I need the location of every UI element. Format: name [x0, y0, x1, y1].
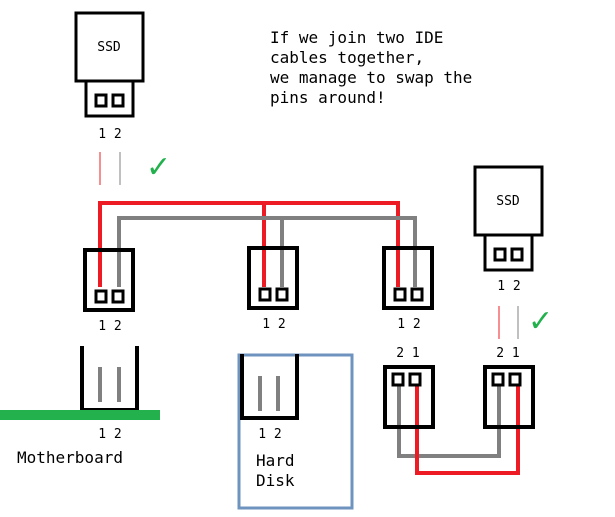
connector-e-pin-1 — [508, 372, 522, 387]
ssd-right: SSD — [473, 165, 544, 272]
ssd-right-pin-1 — [493, 247, 507, 262]
ssd-top: SSD — [74, 11, 145, 118]
motherboard-pin-labels: 1 2 — [98, 427, 121, 442]
connector-c-body — [382, 246, 434, 310]
ssd-top-pin-2 — [111, 93, 125, 108]
ssd-top-pin-1 — [94, 93, 108, 108]
joiner-cable-wire-2 — [397, 385, 501, 458]
connector-c-pin-2 — [410, 287, 424, 302]
note-line-1: If we join two IDE — [270, 28, 443, 47]
motherboard-socket — [80, 346, 139, 412]
hard-disk-label-line-1: Hard — [256, 451, 295, 470]
connector-a-pin-1 — [94, 289, 108, 304]
ide-cable-top — [98, 201, 417, 287]
ssd-right-body — [473, 165, 544, 237]
connector-d-pin-2 — [391, 372, 405, 387]
motherboard-label: Motherboard — [17, 448, 123, 467]
connector-e-body — [483, 365, 535, 429]
connector-c-pin-labels: 1 2 — [397, 317, 420, 332]
connector-e-pin-2 — [491, 372, 505, 387]
connector-b-body — [247, 246, 299, 310]
ssd-top-connector — [84, 79, 135, 118]
hard-disk-pin-labels: 1 2 — [258, 427, 281, 442]
hard-disk-label-line-2: Disk — [256, 471, 295, 490]
ssd-right-pin-labels: 1 2 — [497, 279, 520, 294]
connector-c-pin-1 — [393, 287, 407, 302]
check-mark-right: ✓ — [528, 304, 553, 339]
ssd-right-label: SSD — [496, 194, 520, 209]
note-line-4: pins around! — [270, 88, 386, 107]
motherboard-socket-outline — [80, 346, 139, 412]
connector-e-pin-labels: 2 1 — [496, 346, 519, 361]
connector-e — [483, 365, 535, 429]
connector-b — [247, 246, 299, 310]
connector-a-body — [83, 248, 135, 312]
hard-disk — [237, 353, 354, 510]
connector-b-pin-2 — [275, 287, 289, 302]
connector-a-pin-2 — [111, 289, 125, 304]
ssd-right-connector — [483, 233, 534, 272]
connector-d-body — [383, 365, 435, 429]
check-mark-top: ✓ — [146, 150, 171, 185]
ide-cable-top-wire-2 — [117, 216, 417, 287]
connector-c — [382, 246, 434, 310]
connector-d-pin-1 — [408, 372, 422, 387]
connector-a — [83, 248, 135, 312]
connector-b-pin-1 — [258, 287, 272, 302]
ssd-top-label: SSD — [97, 40, 121, 55]
motherboard-board — [0, 410, 160, 420]
hard-disk-socket-outline — [240, 354, 299, 420]
note-line-3: we manage to swap the — [270, 68, 472, 87]
connector-d — [383, 365, 435, 429]
note-line-2: cables together, — [270, 48, 424, 67]
ssd-right-pin-2 — [510, 247, 524, 262]
connector-b-pin-labels: 1 2 — [262, 317, 285, 332]
ssd-top-pin-labels: 1 2 — [98, 127, 121, 142]
connector-d-pin-labels: 2 1 — [396, 346, 419, 361]
connector-a-pin-labels: 1 2 — [98, 319, 121, 334]
